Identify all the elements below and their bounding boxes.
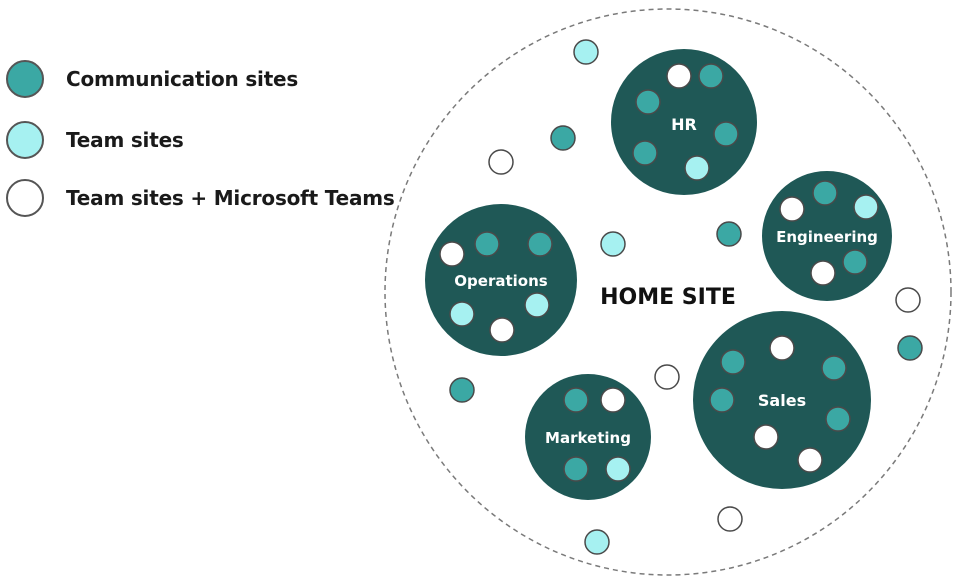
legend-item-communication-sites: Communication sites xyxy=(6,59,298,99)
teams-site-icon xyxy=(753,424,779,450)
hub-hr-label: HR xyxy=(671,115,697,134)
communication-site-icon xyxy=(474,231,500,257)
team-site-icon xyxy=(600,231,626,257)
communication-site-icon xyxy=(550,125,576,151)
teams-site-icon xyxy=(717,506,743,532)
sites-layer xyxy=(439,39,923,555)
communication-site-icon xyxy=(635,89,661,115)
communication-site-icon xyxy=(709,387,735,413)
legend-item-team-sites-microsoft-teams: Team sites + Microsoft Teams xyxy=(6,178,395,218)
hub-sales-label: Sales xyxy=(758,391,806,410)
team-site-icon xyxy=(584,529,610,555)
teams-site-icon xyxy=(779,196,805,222)
team-site-icon xyxy=(684,155,710,181)
teams-site-swatch-icon xyxy=(6,179,44,217)
hub-marketing-label: Marketing xyxy=(545,429,631,447)
communication-site-icon xyxy=(563,387,589,413)
teams-site-icon xyxy=(600,387,626,413)
home-site-label: HOME SITE xyxy=(600,285,736,310)
communication-site-icon xyxy=(716,221,742,247)
communication-site-icon xyxy=(698,63,724,89)
teams-site-icon xyxy=(439,241,465,267)
communication-site-icon xyxy=(632,140,658,166)
communication-site-icon xyxy=(713,121,739,147)
team-site-icon xyxy=(524,292,550,318)
team-site-icon xyxy=(853,194,879,220)
legend-label: Communication sites xyxy=(66,67,299,91)
teams-site-icon xyxy=(895,287,921,313)
teams-site-icon xyxy=(654,364,680,390)
communication-site-icon xyxy=(527,231,553,257)
hub-engineering-label: Engineering xyxy=(776,228,878,246)
communication-site-icon xyxy=(563,456,589,482)
home-site-boundary xyxy=(384,8,952,576)
hub-marketing: Marketing xyxy=(525,374,651,500)
team-site-swatch-icon xyxy=(6,121,44,159)
communication-site-icon xyxy=(842,249,868,275)
legend-label: Team sites + Microsoft Teams xyxy=(66,186,395,210)
legend-item-team-sites: Team sites xyxy=(6,120,184,160)
teams-site-icon xyxy=(666,63,692,89)
team-site-icon xyxy=(573,39,599,65)
communication-site-icon xyxy=(720,349,746,375)
teams-site-icon xyxy=(769,335,795,361)
hub-operations-label: Operations xyxy=(454,272,547,290)
communication-site-icon xyxy=(825,406,851,432)
teams-site-icon xyxy=(489,317,515,343)
teams-site-icon xyxy=(797,447,823,473)
communication-site-icon xyxy=(821,355,847,381)
communication-site-icon xyxy=(449,377,475,403)
team-site-icon xyxy=(605,456,631,482)
communication-site-icon xyxy=(897,335,923,361)
teams-site-icon xyxy=(810,260,836,286)
communication-site-icon xyxy=(812,180,838,206)
legend-label: Team sites xyxy=(66,128,184,152)
team-site-icon xyxy=(449,301,475,327)
teams-site-icon xyxy=(488,149,514,175)
communication-site-swatch-icon xyxy=(6,60,44,98)
